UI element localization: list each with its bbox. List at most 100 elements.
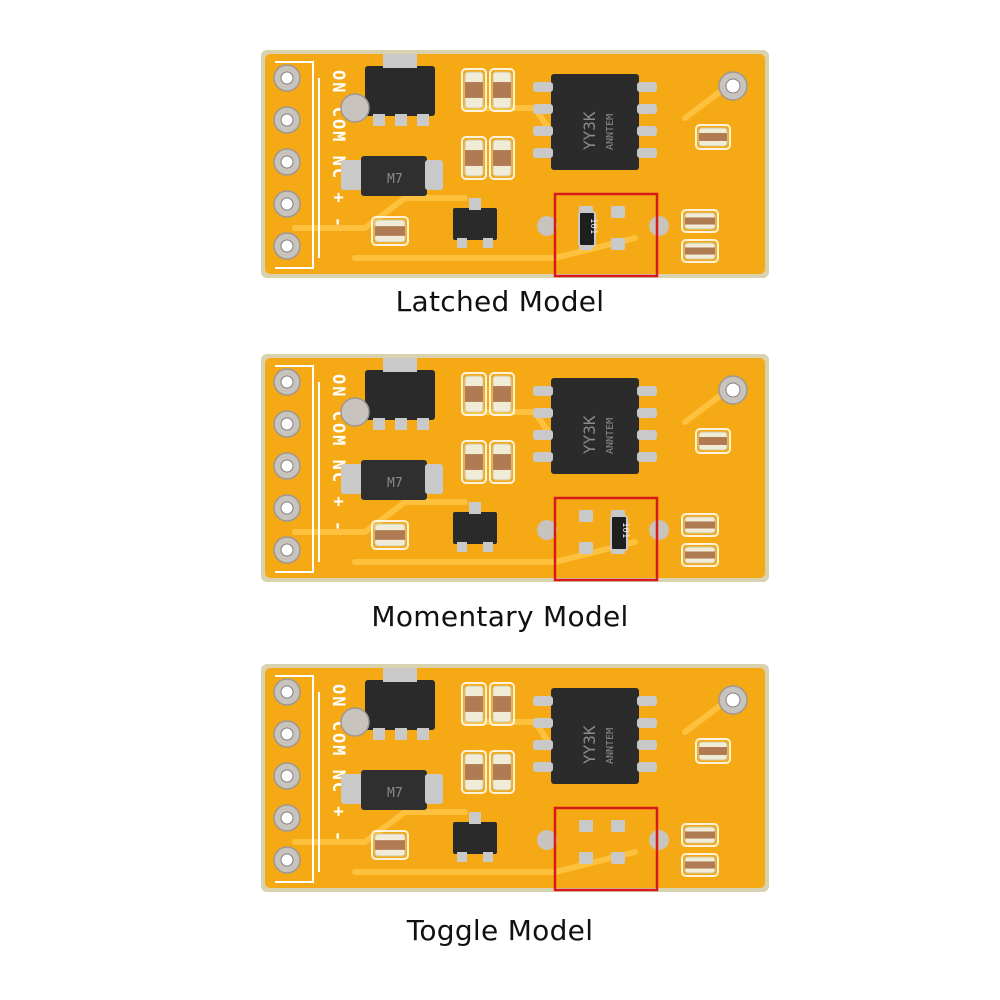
capacitor [489,440,515,484]
pin-hole [280,853,294,867]
capacitor [695,738,731,764]
pin-hole [280,197,294,211]
mount-hole [725,692,741,708]
ic-pin [533,718,553,728]
transistor-leg [469,198,481,210]
jumper-pad [537,520,557,540]
highlight-box [553,192,659,278]
capacitor [681,209,719,233]
regulator-leg [373,418,385,430]
ic-code: YY3K [580,415,599,454]
transistor-leg [457,852,467,862]
pin-hole [280,543,294,557]
caption-momentary: Momentary Model [371,600,629,633]
via-pad [340,707,370,737]
ic-body [551,74,639,170]
transistor-leg [483,238,493,248]
resistor-label-group: 101 [620,522,630,538]
transistor-leg [483,852,493,862]
diode-body [361,460,427,500]
capacitor [489,682,515,726]
jumper-pad [649,520,669,540]
solder-pad [611,852,625,864]
trace [682,389,728,425]
regulator-tab [383,54,417,68]
ic-pin [637,452,657,462]
ic-brand: ANNTEM [605,418,616,454]
transistor-body [453,208,497,240]
capacitor [489,372,515,416]
diode-body [361,770,427,810]
capacitor [461,682,487,726]
jumper-pad [649,830,669,850]
resistor-label-group: 101 [588,218,598,234]
capacitor [681,823,719,847]
capacitor [371,520,409,550]
pin-label-text: ON COM NC + - [328,70,348,229]
ic-pin [533,762,553,772]
capacitor [681,513,719,537]
solder-pad [579,852,593,864]
regulator-leg [417,728,429,740]
trace [292,809,468,845]
silk-frame [275,365,314,573]
pin-hole [280,769,294,783]
jumper-pad [537,830,557,850]
transistor-leg [469,502,481,514]
ic-pin [533,82,553,92]
transistor-leg [457,238,467,248]
pin-labels: ON COM NC + - [328,684,348,843]
capacitor [461,136,487,180]
trace [292,195,468,231]
diode-lead [425,464,443,494]
ic-pin [637,696,657,706]
pcb-module-image: ON COM NC + - M7 YY3K ANNTEM 101 [261,354,769,582]
capacitor [681,239,719,263]
pin-hole [280,685,294,699]
transistor-leg [469,812,481,824]
diode-marking: M7 [387,786,403,801]
transistor-body [453,822,497,854]
pin-hole [280,811,294,825]
regulator-leg [417,418,429,430]
solder-pad [579,542,593,554]
regulator-leg [373,114,385,126]
ic-pin [533,386,553,396]
pin-hole [280,71,294,85]
transistor-body [453,512,497,544]
pin-hole [280,239,294,253]
ic-pin [637,740,657,750]
pin-hole [280,727,294,741]
ic-pin [533,104,553,114]
resistor-marking: 101 [620,522,630,538]
highlight-box [553,496,659,582]
diode-marking: M7 [387,476,403,491]
pin-label-text: ON COM NC + - [328,374,348,533]
regulator-tab [383,358,417,372]
capacitor [371,216,409,246]
capacitor [371,830,409,860]
pin-hole [280,501,294,515]
solder-pad [579,820,593,832]
solder-pad [611,206,625,218]
capacitor [681,853,719,877]
resistor-marking: 101 [588,218,598,234]
jumper-resistor [578,211,596,247]
silk-frame [275,675,314,883]
ic-pin [533,696,553,706]
ic-code: YY3K [580,725,599,764]
diode-lead [341,160,365,190]
trace [682,699,728,735]
silk-frame [275,61,314,269]
ic-code: YY3K [580,111,599,150]
highlight-box [553,806,659,892]
transistor-leg [483,542,493,552]
solder-pad [611,238,625,250]
capacitor [461,68,487,112]
diode-lead [341,464,365,494]
ic-pin [533,148,553,158]
solder-pad [579,510,593,522]
diode-lead [341,774,365,804]
